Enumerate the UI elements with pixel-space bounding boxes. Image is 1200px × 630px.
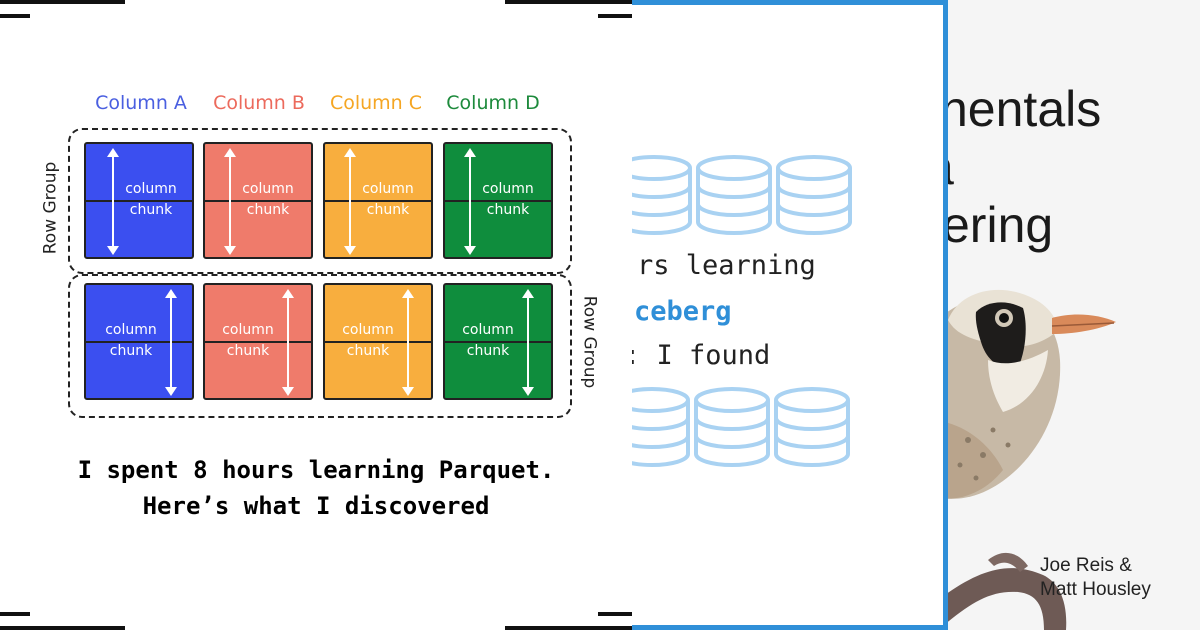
arrow-icon bbox=[402, 289, 414, 396]
headline-line: I spent 8 hours learning Parquet. bbox=[77, 456, 555, 484]
headline-line: Here’s what I discovered bbox=[142, 492, 490, 520]
database-icon bbox=[776, 155, 852, 235]
corner-mark bbox=[505, 0, 632, 4]
iceberg-article-card[interactable]: rs learning ceberg : I found bbox=[632, 0, 948, 630]
database-icon bbox=[774, 387, 850, 467]
chunk-divider bbox=[86, 341, 192, 343]
column-header-d: Column D bbox=[446, 92, 540, 114]
arrow-icon bbox=[282, 289, 294, 396]
arrow-icon bbox=[464, 148, 476, 255]
row-group-label: Row Group bbox=[579, 295, 600, 389]
book-title-line: a bbox=[948, 138, 954, 196]
chunk-divider bbox=[325, 200, 431, 202]
corner-mark bbox=[0, 0, 125, 4]
database-icon-row bbox=[632, 155, 852, 235]
book-author-line: Joe Reis & bbox=[1040, 555, 1132, 576]
arrow-icon bbox=[107, 148, 119, 255]
arrow-icon bbox=[165, 289, 177, 396]
database-icon bbox=[632, 387, 690, 467]
column-header-b: Column B bbox=[213, 92, 305, 114]
row-group-label: Row Group bbox=[40, 161, 61, 255]
database-icon bbox=[696, 155, 772, 235]
column-header-c: Column C bbox=[329, 92, 423, 114]
corner-mark bbox=[0, 14, 30, 18]
row-group-box bbox=[68, 274, 572, 418]
book-title-line: ering bbox=[948, 197, 1054, 253]
chunk-divider bbox=[445, 341, 551, 343]
corner-mark bbox=[505, 626, 632, 630]
database-icon-row bbox=[632, 387, 850, 467]
database-icon bbox=[694, 387, 770, 467]
chunk-divider bbox=[205, 341, 311, 343]
chunk-divider bbox=[86, 200, 192, 202]
arrow-icon bbox=[344, 148, 356, 255]
card-frame bbox=[632, 0, 948, 630]
iceberg-headline-line: rs learning bbox=[637, 250, 816, 281]
chunk-divider bbox=[325, 341, 431, 343]
corner-mark bbox=[0, 626, 125, 630]
arrow-icon bbox=[224, 148, 236, 255]
corner-mark bbox=[598, 14, 632, 18]
iceberg-headline-line: : I found bbox=[632, 340, 771, 371]
book-title-line: nentals bbox=[948, 81, 1102, 137]
chunk-divider bbox=[205, 200, 311, 202]
corner-mark bbox=[0, 612, 30, 616]
row-group-box bbox=[68, 128, 572, 274]
chunk-divider bbox=[445, 200, 551, 202]
book-author-line: Matt Housley bbox=[1040, 579, 1151, 600]
parquet-article-card[interactable]: Column A Column B Column C Column D Row … bbox=[0, 0, 632, 630]
corner-mark bbox=[598, 612, 632, 616]
database-icon bbox=[632, 155, 692, 235]
arrow-icon bbox=[522, 289, 534, 396]
iceberg-headline-line: ceberg bbox=[634, 296, 732, 327]
article-headline[interactable]: I spent 8 hours learning Parquet. Here’s… bbox=[0, 452, 632, 524]
book-cover-card[interactable]: nentals a ering Joe Reis & Matt Housley bbox=[948, 0, 1200, 630]
bird-illustration bbox=[948, 289, 1116, 630]
column-header-a: Column A bbox=[95, 92, 187, 114]
